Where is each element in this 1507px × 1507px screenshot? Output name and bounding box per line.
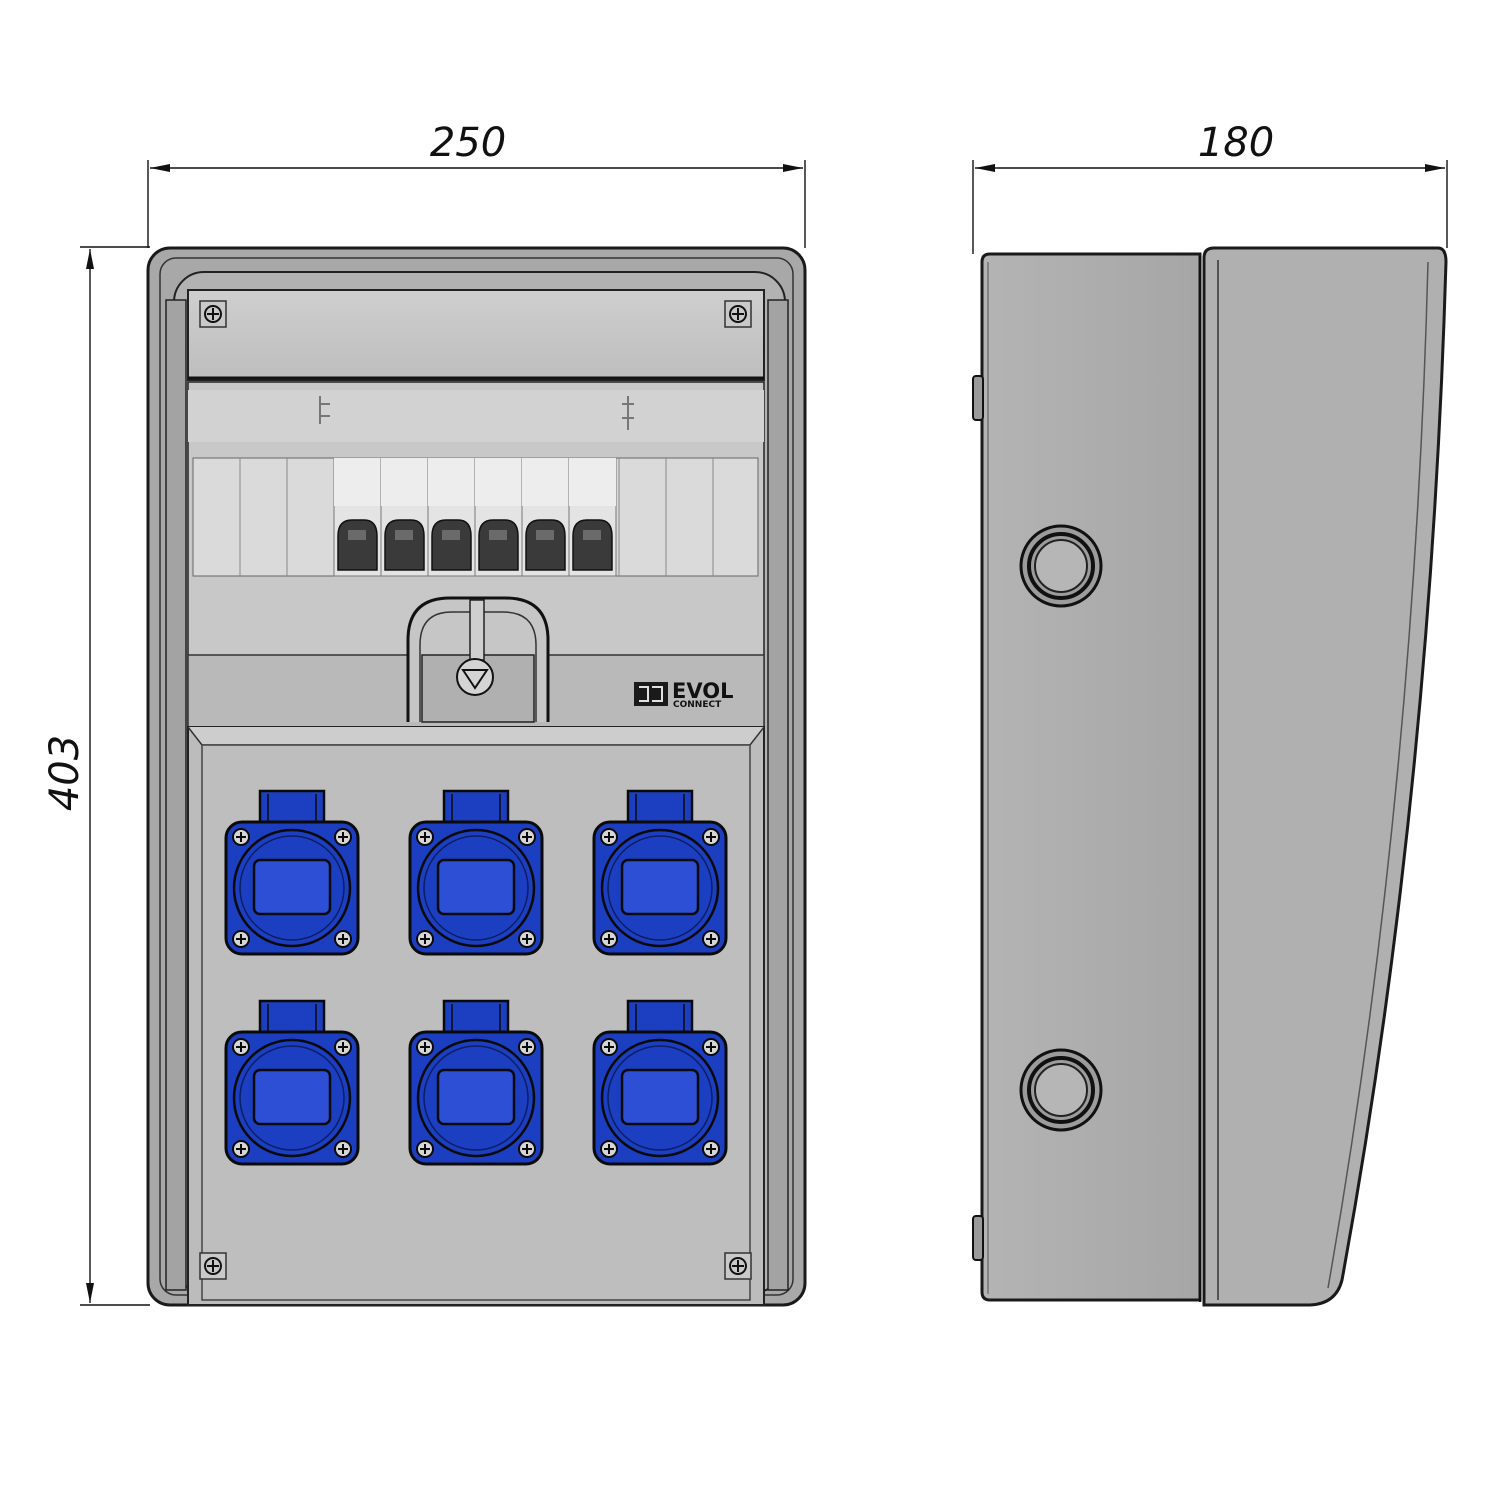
breaker-toggle[interactable] (431, 519, 472, 571)
screw-icon (232, 828, 250, 846)
screw-icon (334, 1140, 352, 1158)
brand-subtitle: CONNECT (673, 700, 722, 710)
dimension-width-label: 250 (430, 120, 506, 166)
screw-icon (232, 1140, 250, 1158)
cable-gland-icon (1019, 1048, 1103, 1132)
side-base (980, 252, 1202, 1302)
cover-handle[interactable] (406, 596, 550, 723)
power-socket[interactable] (224, 999, 360, 1166)
screw-icon (199, 1252, 227, 1280)
screw-icon (600, 828, 618, 846)
power-socket[interactable] (408, 999, 544, 1166)
side-view (972, 246, 1448, 1307)
circuit-breaker[interactable] (521, 457, 570, 577)
screw-icon (600, 1038, 618, 1056)
screw-icon (334, 1038, 352, 1056)
screw-icon (232, 1038, 250, 1056)
screw-icon (199, 300, 227, 328)
breaker-toggle[interactable] (384, 519, 425, 571)
screw-icon (702, 930, 720, 948)
front-view: EVOL CONNECT (146, 246, 807, 1307)
power-socket[interactable] (592, 789, 728, 956)
dimension-depth-label: 180 (1198, 120, 1274, 166)
power-socket[interactable] (408, 789, 544, 956)
dimension-height-label: 403 (42, 735, 88, 811)
screw-icon (702, 1038, 720, 1056)
screw-icon (600, 1140, 618, 1158)
screw-icon (232, 930, 250, 948)
breaker-toggle[interactable] (478, 519, 519, 571)
dimension-lines (80, 160, 1448, 1306)
screw-icon (724, 300, 752, 328)
breaker-toggle[interactable] (572, 519, 613, 571)
brand-logo: EVOL CONNECT (634, 679, 733, 710)
screw-icon (518, 930, 536, 948)
power-socket[interactable] (224, 789, 360, 956)
screw-icon (334, 828, 352, 846)
screw-icon (416, 1038, 434, 1056)
top-cover-plate (187, 289, 765, 381)
circuit-breaker[interactable] (474, 457, 523, 577)
screw-icon (518, 1140, 536, 1158)
circuit-breaker[interactable] (568, 457, 617, 577)
screw-icon (334, 930, 352, 948)
screw-icon (416, 930, 434, 948)
screw-icon (600, 930, 618, 948)
breaker-toggle[interactable] (337, 519, 378, 571)
breaker-toggle[interactable] (525, 519, 566, 571)
screw-icon (702, 828, 720, 846)
screw-icon (416, 828, 434, 846)
screw-icon (518, 828, 536, 846)
power-socket[interactable] (592, 999, 728, 1166)
screw-icon (702, 1140, 720, 1158)
circuit-breaker[interactable] (380, 457, 429, 577)
sockets (224, 789, 728, 1166)
breakers (333, 457, 617, 577)
circuit-breaker[interactable] (427, 457, 476, 577)
screw-icon (518, 1038, 536, 1056)
screw-icon (724, 1252, 752, 1280)
side-lid (1202, 246, 1448, 1307)
cable-gland-icon (1019, 524, 1103, 608)
circuit-breaker[interactable] (333, 457, 382, 577)
brand-name: EVOL (672, 679, 733, 703)
screw-icon (416, 1140, 434, 1158)
